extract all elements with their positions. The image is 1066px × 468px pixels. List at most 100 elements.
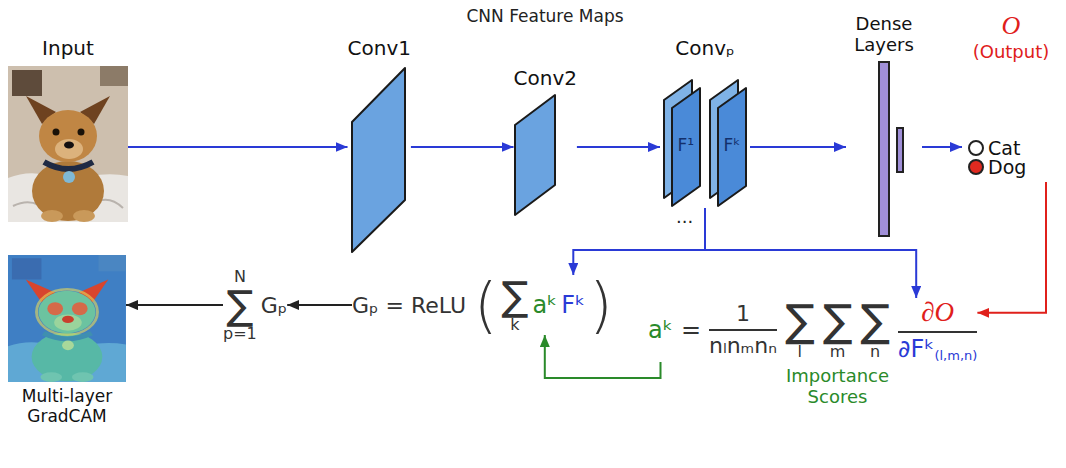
heatmap-photo-part — [43, 333, 91, 339]
sum-index: k — [510, 316, 519, 334]
formula-term: Gₚ — [261, 293, 287, 318]
formula-row: N∑p=1Gₚ — [223, 268, 287, 343]
sum-index: p=1 — [223, 325, 257, 343]
sum-symbol-group: ∑l — [785, 299, 815, 361]
formula-row: aᵏ=1nₗnₘnₙ∑l∑m∑n∂O∂Fᵏ(l,m,n) — [648, 298, 977, 362]
heatmap-photo-part — [38, 291, 95, 333]
sum-symbol: ∑ — [501, 276, 528, 316]
diagram-label: CNN Feature Maps — [467, 6, 624, 26]
sum-symbol: ∑ — [823, 299, 853, 343]
output-classes: O(Output)CatDog — [962, 12, 1060, 182]
sum-index: m — [830, 343, 846, 361]
sum-symbol: ∑ — [785, 299, 815, 343]
gradient-term: ∂O — [921, 298, 954, 328]
input-photo-part — [41, 210, 63, 222]
input-photo-part — [78, 129, 85, 136]
gradient-denominator: ∂Fᵏ(l,m,n) — [898, 336, 977, 362]
fraction-part: 1 — [736, 302, 750, 326]
sum-symbol-group: N∑p=1 — [223, 268, 257, 343]
layer-label: Conv1 — [348, 36, 411, 60]
heatmap-photo-part — [62, 316, 74, 323]
fraction-part: nₗnₘnₙ — [709, 334, 777, 358]
gradient-index: (l,m,n) — [934, 349, 977, 362]
feature-map-layer-part — [352, 68, 405, 252]
feature-map-label: F¹ — [678, 135, 695, 155]
fraction-bar — [709, 329, 777, 331]
conv-layer-stack: ConvₚF¹ Fᵏ — [660, 36, 750, 208]
sum-symbol-group: ∑m — [823, 299, 853, 361]
heatmap-photo-part — [98, 255, 126, 271]
sum-symbol: ∑ — [226, 285, 253, 325]
heatmap-photo-part — [32, 332, 103, 381]
input-photo-part — [53, 129, 60, 136]
connector-arrow — [577, 146, 660, 148]
conv-layer: Conv2 — [514, 66, 577, 216]
feature-map-layer-part — [718, 88, 746, 206]
heatmap-photo-part — [37, 289, 98, 335]
formula-row: Gₚ = ReLU (∑kaᵏFᵏ) — [352, 275, 613, 335]
dense-layer-bar-part — [897, 128, 903, 172]
importance-term: aᵏ — [532, 291, 557, 319]
input-photo-part — [63, 171, 75, 183]
input-photo-part — [32, 161, 104, 221]
sum-index: n — [870, 343, 880, 361]
formula-term: Gₚ = ReLU — [352, 293, 466, 318]
gradcam-image: Multi-layer GradCAM — [8, 254, 126, 427]
input-photo-part — [8, 66, 128, 222]
feature-term: Fᵏ — [561, 291, 585, 319]
heatmap-photo-part — [8, 255, 126, 382]
equals-sign: = — [681, 316, 701, 344]
sum-formula: N∑p=1Gₚ — [223, 268, 287, 343]
heatmap-photo-part — [40, 372, 62, 382]
feature-map-layer — [352, 68, 746, 252]
input-photo-part — [39, 110, 97, 162]
class-label: Cat — [988, 138, 1020, 158]
input-photo-part — [55, 139, 83, 159]
connector-arrow — [750, 146, 846, 148]
layer-label: Conv2 — [514, 66, 577, 90]
input-image: Input — [8, 36, 128, 222]
input-photo-part — [12, 70, 42, 96]
output-symbol: O — [962, 12, 1060, 41]
input-photo-part — [100, 66, 128, 86]
connector-arrow — [287, 304, 352, 306]
heatmap-photo-part — [54, 314, 82, 330]
layer-label: Convₚ — [660, 36, 750, 60]
sum-symbol: ∑ — [860, 299, 890, 343]
fraction-bar — [898, 331, 977, 333]
fraction: 1 nₗnₘnₙ — [709, 302, 777, 358]
class-marker — [969, 141, 983, 174]
sum-index: l — [798, 343, 802, 361]
feature-map-label: Fᵏ — [724, 135, 741, 155]
heatmap-photo-part — [47, 302, 63, 315]
bracket: ) — [589, 275, 612, 335]
class-marker-part — [969, 160, 983, 174]
importance-term: aᵏ — [648, 316, 673, 344]
input-photo-part — [73, 210, 95, 222]
image-caption: Multi-layer GradCAM — [8, 386, 126, 427]
sum-symbol-group: ∑n — [860, 299, 890, 361]
connector-arrow — [411, 146, 514, 148]
heatmap-photo — [8, 255, 126, 382]
feature-map: F¹ — [678, 135, 695, 155]
feature-map-layer-part — [672, 88, 700, 206]
connector-arrow — [126, 304, 223, 306]
class-marker-part — [969, 141, 983, 155]
conv-layer: Conv1 — [348, 36, 411, 252]
diagram-label: Importance Scores — [778, 366, 898, 407]
bracket: ( — [474, 275, 497, 335]
connector-arrow — [705, 208, 916, 298]
gradcam-formula: Gₚ = ReLU (∑kaᵏFᵏ) — [352, 275, 613, 335]
connector-arrow — [922, 146, 962, 148]
heatmap-photo-part — [72, 372, 94, 382]
dense-layer-bar — [879, 62, 903, 236]
layer-label: Dense Layers — [846, 14, 922, 55]
feature-map: Fᵏ — [724, 135, 741, 155]
heatmap-photo-part — [72, 302, 88, 315]
heatmap-photo-part — [62, 340, 74, 350]
feature-map-layer-part — [515, 95, 555, 215]
dense-layer: Dense Layers — [846, 14, 922, 239]
connector-arrow — [977, 182, 1046, 313]
sum-symbol-group: ∑k — [501, 276, 528, 334]
